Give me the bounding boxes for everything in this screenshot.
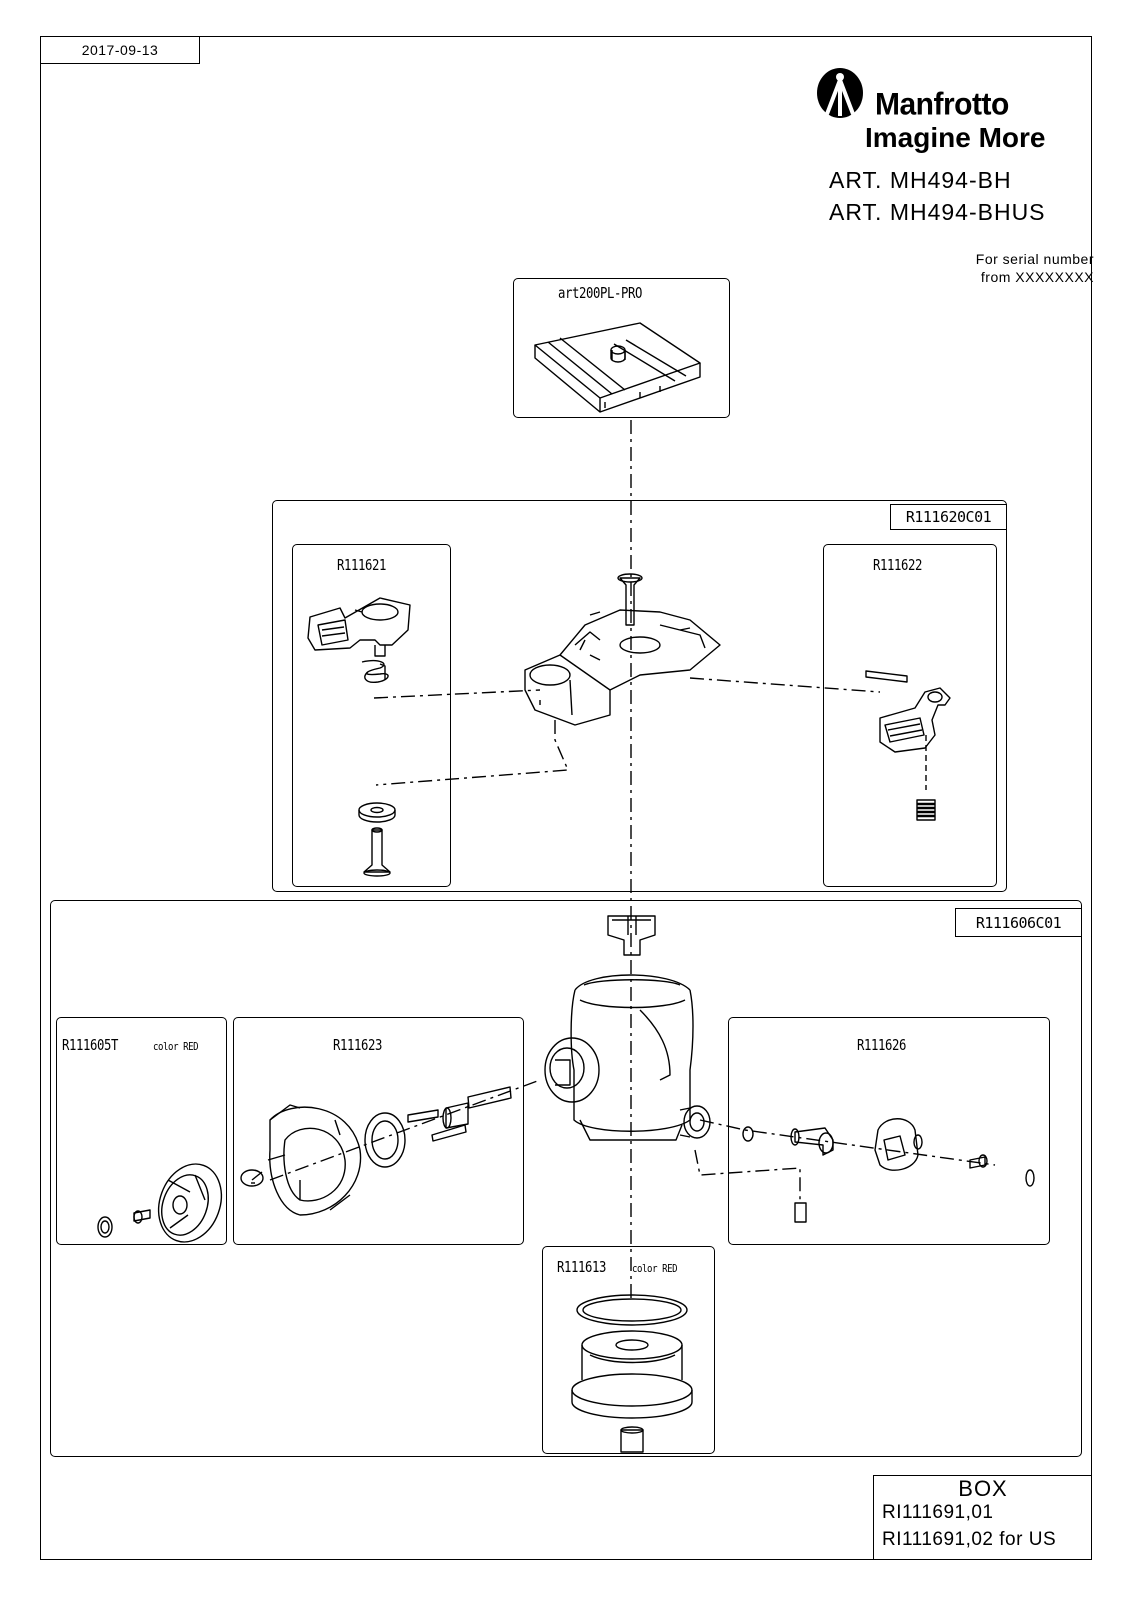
base-box [542,1246,715,1454]
friction-box [233,1017,524,1245]
clamp-right-box [823,544,997,887]
ball-head-body-icon [544,915,711,1141]
brand-name: Manfrotto [875,87,1009,122]
friction-label: R111623 [333,1036,382,1054]
head-assembly-box [50,900,1082,1457]
head-assembly-label: R111606C01 [955,908,1082,937]
date-box: 2017-09-13 [40,36,200,64]
leader-pin [694,1149,801,1200]
clamp-assembly-box [272,500,1007,892]
clamp-left-box [292,544,451,887]
friction-ring-housing-icon [240,1104,362,1216]
serial-line-2: from XXXXXXXX [980,269,1094,285]
box-info: BOX RI111691,01 RI111691,02 for US [873,1475,1092,1560]
leader-clamp-left [373,689,541,699]
pin-right-icon [865,670,908,683]
clamp-right-label: R111622 [873,556,922,574]
pan-lock-cap-icon [742,1126,754,1142]
pan-lock-label: R111626 [857,1036,906,1054]
spring-right-icon [916,799,936,821]
leader-screw [375,720,569,786]
knob-color-label: color RED [153,1040,199,1053]
washer-left-icon [358,802,396,823]
torsion-spring-left-icon [361,659,389,684]
clamp-left-label: R111621 [337,556,386,574]
pan-lock-ring-icon [1025,1169,1035,1187]
quick-release-plate-icon [534,322,701,413]
pan-lock-knob-icon [874,1118,923,1171]
knob-screw-icon [133,1209,151,1224]
pan-lock-box [728,1017,1050,1245]
box-code-2: RI111691,02 for US [882,1529,1057,1550]
leader-friction [269,1079,541,1181]
serial-line-1: For serial number [975,251,1094,267]
knob-box [56,1017,227,1245]
leader-clamp-right [689,677,881,693]
clamp-lever-right-icon [879,687,951,753]
base-plug-icon [620,1426,644,1453]
knob-label: R111605T [62,1036,118,1054]
base-oring-icon [576,1294,688,1326]
brand-tagline: Imagine More [865,122,1046,153]
leader-pan-lock [699,1119,996,1166]
box-title: BOX [958,1476,1008,1501]
screw-left-icon [363,827,391,877]
brand-block: Manfrotto Imagine More [815,66,1085,166]
plate-box [513,278,730,418]
friction-washer-icon [364,1112,406,1168]
clamp-assembly-label: R111620C01 [890,504,1007,530]
drawing-frame [40,36,1092,1560]
clamp-lever-left-icon [307,597,411,657]
pan-lock-screw-icon [790,1127,834,1156]
circlip-icon [97,1216,113,1238]
pan-lock-small-screw-icon [969,1154,988,1169]
base-disc-icon [571,1330,693,1419]
base-label: R111613 [557,1258,606,1276]
base-color-label: color RED [632,1262,678,1275]
pan-lock-pin-icon [794,1202,807,1223]
article-1: ART. MH494-BH [829,167,1012,193]
clamp-body-icon [524,573,721,726]
article-2: ART. MH494-BHUS [829,199,1046,225]
knob-icon [157,1163,223,1243]
friction-pins-icon [407,1086,512,1142]
plate-label: art200PL-PRO [558,284,642,302]
manfrotto-logo-icon [817,68,863,118]
box-code-1: RI111691,01 [882,1502,994,1523]
